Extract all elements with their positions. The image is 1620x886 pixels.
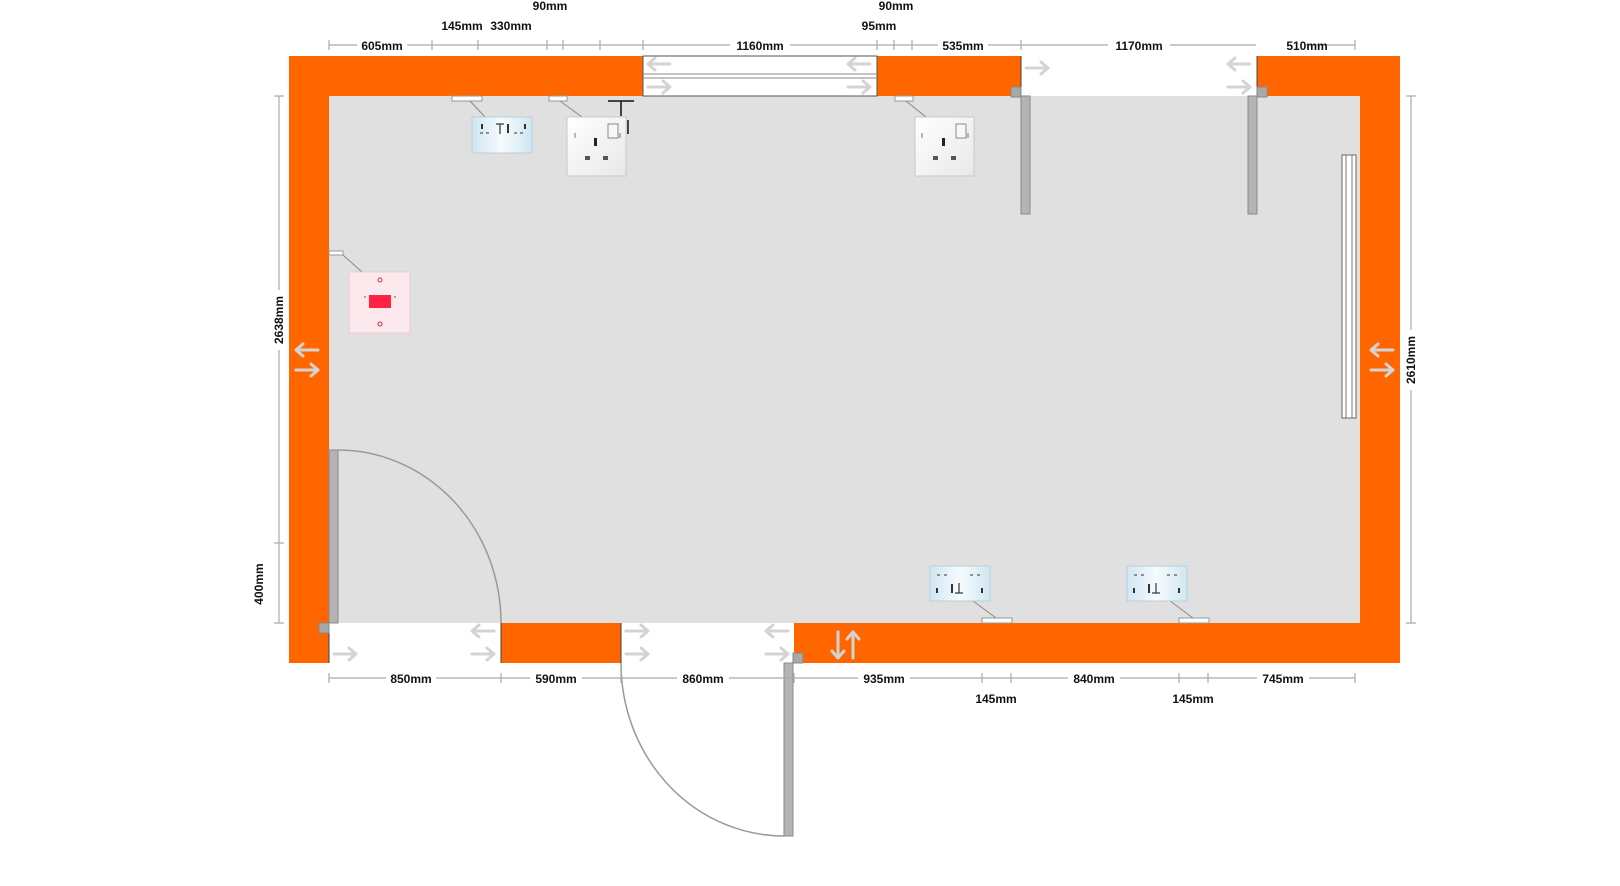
dim-bottom-590mm: 590mm	[535, 672, 576, 686]
isolator-switch-icon[interactable]	[348, 271, 411, 334]
dim-bottom-935mm: 935mm	[863, 672, 904, 686]
t-marker-icon	[608, 100, 634, 134]
bottom-middle-door-opening[interactable]	[621, 623, 794, 663]
top-window[interactable]	[642, 55, 878, 97]
left-door-leaf[interactable]	[328, 449, 339, 624]
top-right-panel-left[interactable]	[1020, 95, 1031, 215]
dim-left-400mm: 400mm	[252, 563, 266, 604]
floor-area	[329, 96, 1360, 623]
dim-bottom-145mm-left: 145mm	[975, 692, 1016, 706]
dim-top-145mm: 145mm	[441, 19, 482, 33]
top-right-panel-right-hinge	[1256, 86, 1268, 98]
room	[289, 56, 1400, 663]
dim-bottom-145mm-right: 145mm	[1172, 692, 1213, 706]
dim-top-90mm-right: 90mm	[879, 0, 914, 13]
top-right-panel-right[interactable]	[1247, 95, 1258, 215]
bottom-door-hinge	[792, 652, 804, 664]
dim-left-2638mm: 2638mm	[272, 296, 286, 344]
dim-bottom-840mm: 840mm	[1073, 672, 1114, 686]
radiator-icon	[1341, 154, 1357, 419]
wall-arrows	[294, 56, 1395, 662]
left-door-hinge	[318, 622, 330, 634]
double-socket-icon[interactable]	[471, 116, 533, 154]
single-socket-icon[interactable]	[914, 116, 975, 177]
dim-bottom-860mm: 860mm	[682, 672, 723, 686]
dim-right-2610mm: 2610mm	[1404, 336, 1418, 384]
dim-top-535mm: 535mm	[942, 39, 983, 53]
dim-top-1170mm: 1170mm	[1115, 39, 1162, 53]
dim-top-330mm: 330mm	[490, 19, 531, 33]
dim-top-510mm: 510mm	[1286, 39, 1327, 53]
bottom-door-swing-arc	[620, 662, 785, 837]
dim-bottom-850mm: 850mm	[390, 672, 431, 686]
radiator[interactable]	[1341, 154, 1357, 419]
left-door-swing-arc	[337, 449, 502, 624]
top-right-opening[interactable]	[1021, 56, 1257, 96]
double-socket-icon[interactable]	[1126, 565, 1188, 602]
dim-top-95mm: 95mm	[862, 19, 897, 33]
dim-top-1160mm: 1160mm	[736, 39, 783, 53]
dimension-labels: 90mm 90mm 605mm 145mm 330mm 1160mm 95mm …	[252, 0, 1419, 706]
top-right-panel-left-hinge	[1010, 86, 1022, 98]
bottom-door-leaf[interactable]	[783, 662, 794, 837]
dim-top-605mm: 605mm	[361, 39, 402, 53]
single-socket-icon[interactable]	[566, 116, 627, 177]
dim-top-90mm-left: 90mm	[533, 0, 568, 13]
dim-bottom-745mm: 745mm	[1262, 672, 1303, 686]
double-socket-icon[interactable]	[929, 565, 991, 602]
doors	[318, 86, 1268, 837]
fixtures	[328, 95, 1210, 624]
